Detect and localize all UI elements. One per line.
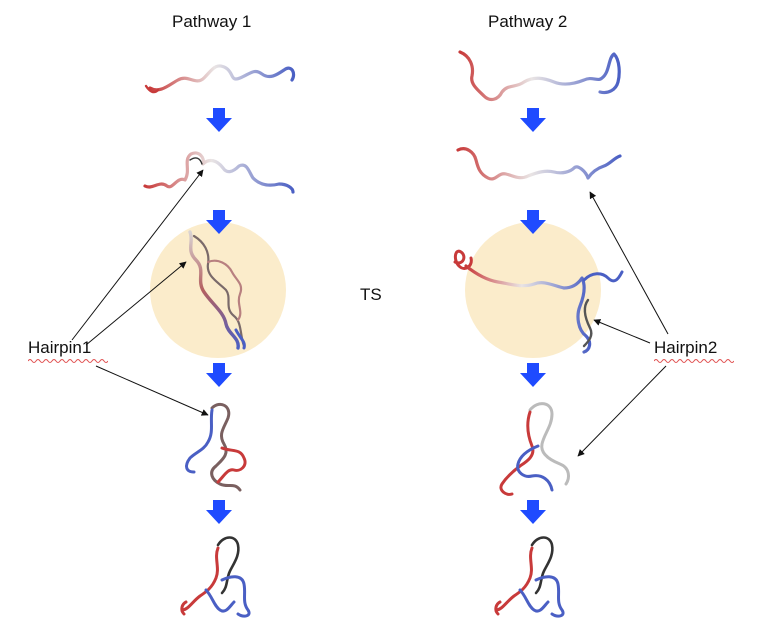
callout-arrow [577, 365, 667, 457]
pathway1-ts-structure [188, 230, 246, 350]
down-arrow-icon [520, 500, 546, 524]
pathway1-state-2-partial [143, 151, 295, 194]
down-arrow-icon [206, 210, 232, 234]
down-arrow-icon [520, 108, 546, 132]
callout-arrow [85, 261, 187, 346]
down-arrow-icon [206, 500, 232, 524]
ts-highlight-left [150, 222, 286, 358]
pathway2-title: Pathway 2 [488, 12, 568, 31]
down-arrow-icon [206, 363, 232, 387]
callout-arrow [589, 191, 669, 335]
callout-arrow [593, 319, 651, 344]
hairpin2-spellcheck-underline [654, 359, 734, 363]
hairpin1-spellcheck-underline [28, 359, 108, 363]
hairpin2-label: Hairpin2 [654, 338, 718, 357]
hairpin1-callout-arrows [71, 169, 209, 416]
pathway2-state-2-partial [456, 147, 622, 181]
hairpin2-callout-arrows [577, 191, 669, 457]
down-arrow-icon [206, 108, 232, 132]
pathway2-state-4-hairpin [499, 402, 570, 496]
pathway1-state-5-native [180, 536, 251, 618]
pathway1-state-1-unfolded [144, 64, 296, 94]
pathway2-state-1-unfolded [458, 50, 621, 102]
pathway2-arrows [520, 108, 546, 524]
pathway2-state-5-native [494, 536, 565, 618]
down-arrow-icon [520, 210, 546, 234]
down-arrow-icon [520, 363, 546, 387]
pathway2-ts-structure [453, 249, 624, 354]
callout-arrow [71, 169, 204, 341]
pathway1-arrows [206, 108, 232, 524]
pathway1-title: Pathway 1 [172, 12, 252, 31]
hairpin1-label: Hairpin1 [28, 338, 92, 357]
transition-state-label: TS [360, 285, 382, 304]
callout-arrow [95, 365, 209, 416]
pathway1-state-4-hairpin [185, 402, 247, 492]
ts-highlight-right [465, 222, 601, 358]
